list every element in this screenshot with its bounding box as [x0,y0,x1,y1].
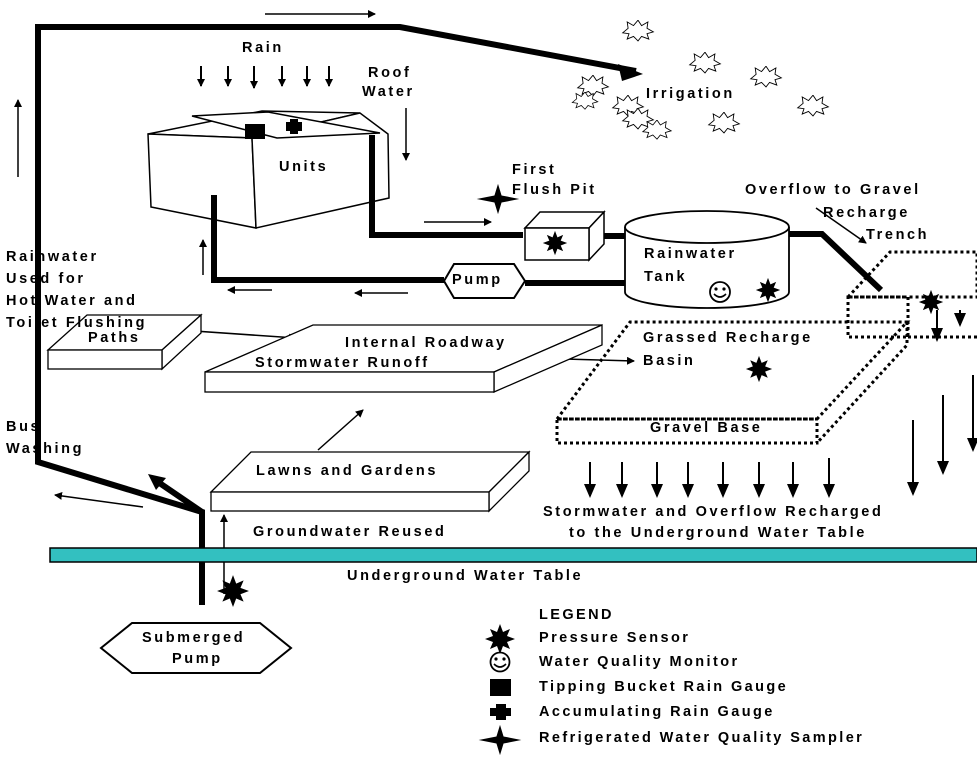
tipping-bucket-rain-gauge-icon [490,679,511,696]
rain-arrows [197,66,333,89]
grassed-basin-label-2: Basin [643,353,696,369]
bus-washing-label-2: Washing [6,441,85,457]
irrigation-clouds [571,20,829,140]
roof-water-label-2: Water [362,84,415,100]
rainwater-tank-label: Rainwater [644,246,737,262]
groundwater-reused-label: Groundwater Reused [253,524,447,540]
rainwater-used-label-4: Toilet Flushing [6,315,148,331]
gravel-trench [844,250,977,339]
lawns-gardens-slab [209,450,531,513]
rainwater-tank [624,210,790,309]
tipping-bucket-rain-gauge-icon [245,124,265,139]
rainwater-tank-label-2: Tank [644,269,688,285]
overflow-label-2: Recharge [823,205,910,221]
recharge-arrows [584,310,977,498]
legend-item-refrigerated-sampler: Refrigerated Water Quality Sampler [539,730,865,746]
accumulating-rain-gauge-icon [286,119,302,134]
recharged-label-2: to the Underground Water Table [569,525,867,541]
rainwater-used-label-2: Used for [6,271,86,287]
overflow-label-3: Trench [866,227,930,243]
submerged-pump-box [99,622,293,674]
paths-slab [46,313,203,371]
internal-roadway-label: Internal Roadway [345,335,507,351]
legend-item-accumulating-gauge: Accumulating Rain Gauge [539,704,775,720]
bus-washing-label: Bus [6,419,42,435]
accumulating-rain-gauge-icon [490,704,511,720]
pipes [211,135,884,293]
rain-label: Rain [242,40,284,56]
grassed-recharge-basin [553,320,911,445]
first-flush-label-2: Flush Pit [512,182,597,198]
rainwater-used-label-3: Hot Water and [6,293,138,309]
pump-box [442,263,527,299]
water-quality-monitor-icon [709,281,731,303]
water-table-label: Underground Water Table [347,568,584,584]
internal-roadway-slab [204,324,603,393]
legend-title: LEGEND [539,607,614,623]
overflow-label: Overflow to Gravel [745,182,921,198]
units-building [147,110,390,229]
roof-water-label: Roof [368,65,412,81]
lawns-gardens-label: Lawns and Gardens [256,463,438,479]
water-quality-monitor-icon [489,651,511,673]
grassed-basin-label: Grassed Recharge [643,330,813,346]
water-table-bar [49,547,977,563]
recharged-label: Stormwater and Overflow Recharged [543,504,884,520]
pressure-sensor-icon [485,624,515,654]
units-label: Units [279,159,329,175]
gravel-base-label: Gravel Base [650,420,763,436]
first-flush-pit [523,210,606,262]
legend-item-tipping-bucket: Tipping Bucket Rain Gauge [539,679,789,695]
rainwater-used-label: Rainwater [6,249,99,265]
legend-item-water-quality-monitor: Water Quality Monitor [539,654,740,670]
first-flush-label: First [512,162,557,178]
legend-icons [478,624,522,756]
paths-label: Paths [88,330,141,346]
irrigation-label: Irrigation [646,86,735,102]
refrigerated-sampler-icon [478,724,522,756]
pump-label: Pump [452,272,503,288]
groundwater-loop [35,24,643,605]
stormwater-runoff-label: Stormwater Runoff [255,355,430,371]
legend-item-pressure-sensor: Pressure Sensor [539,630,691,646]
submerged-pump-label-2: Pump [172,651,223,667]
submerged-pump-label: Submerged [142,630,246,646]
